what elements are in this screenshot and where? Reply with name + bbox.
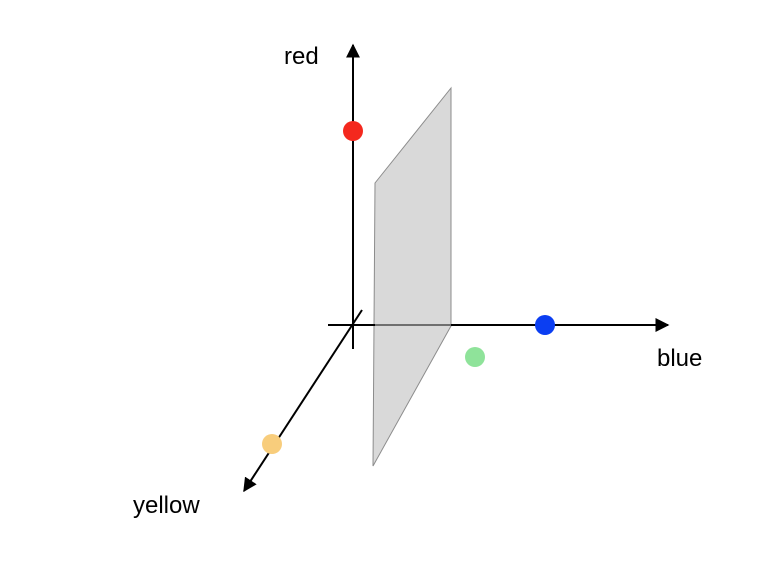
separating-plane (372, 86, 452, 467)
yellow-axis (243, 309, 363, 493)
blue-axis-label: blue (657, 345, 702, 372)
yellow-axis-label: yellow (133, 492, 200, 519)
blue-point (535, 315, 555, 335)
yellow-point (262, 434, 282, 454)
green-point (465, 347, 485, 367)
red-point (343, 121, 363, 141)
red-axis-label: red (284, 43, 319, 70)
